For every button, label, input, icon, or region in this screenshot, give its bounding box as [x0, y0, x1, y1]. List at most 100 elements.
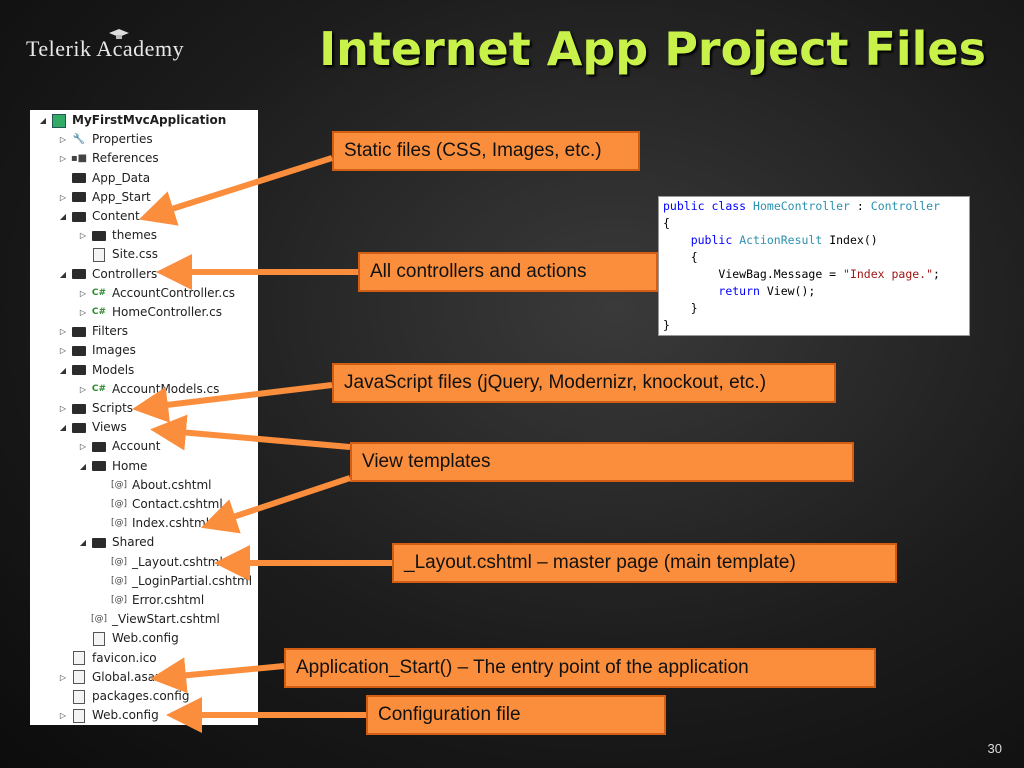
home-controller-code: public class HomeController : Controller…: [658, 196, 970, 336]
cshtml-file-icon: [@]: [110, 479, 128, 490]
wrench-icon: 🔧: [72, 134, 86, 146]
tree-item-label: HomeController.cs: [112, 305, 223, 319]
collapsed-arrow-icon[interactable]: ▷: [59, 711, 67, 721]
tree-item[interactable]: ▷ Global.asax: [56, 668, 162, 687]
csharp-file-icon: C#: [91, 287, 107, 298]
tree-item-label: _ViewStart.cshtml: [112, 612, 220, 627]
collapsed-arrow-icon[interactable]: ▷: [79, 308, 87, 317]
collapsed-arrow-icon[interactable]: ▷: [59, 346, 67, 356]
arrow-to-content: [138, 155, 333, 226]
callout-controllers: All controllers and actions: [358, 252, 658, 292]
tree-item[interactable]: ▷Images: [56, 341, 136, 360]
collapsed-arrow-icon[interactable]: ▷: [59, 192, 67, 202]
tree-item-label: App_Start: [92, 189, 151, 204]
arrow-to-scripts: [132, 382, 333, 423]
tree-item[interactable]: [@]Contact.cshtml: [96, 495, 223, 514]
tree-item-label: About.cshtml: [132, 477, 212, 492]
cshtml-file-icon: [@]: [110, 499, 128, 509]
tree-item-label: Content: [92, 209, 140, 223]
tree-item[interactable]: [@] About.cshtml: [96, 476, 212, 495]
tree-item-label: Scripts: [92, 401, 134, 415]
tree-item-label: Controllers: [92, 266, 158, 281]
arrow-to-views: [150, 414, 351, 451]
cshtml-file-icon: [@]: [110, 556, 128, 567]
tree-item[interactable]: ◢Models: [56, 361, 134, 380]
callout-application-start: Application_Start() – The entry point of…: [284, 648, 876, 688]
collapsed-arrow-icon[interactable]: ▷: [59, 154, 67, 164]
tree-item-label: Home: [112, 458, 148, 473]
callout-configuration: Configuration file: [366, 695, 666, 735]
tree-item[interactable]: ◢ Shared: [76, 533, 154, 552]
collapsed-arrow-icon[interactable]: ▷: [79, 442, 87, 452]
tree-item[interactable]: ◢ Home: [76, 457, 148, 476]
graduation-cap-icon: [109, 29, 129, 39]
expanded-arrow-icon[interactable]: ◢: [39, 116, 47, 125]
tree-item[interactable]: [@] Error.cshtml: [96, 591, 204, 610]
telerik-academy-logo: Telerik Academy: [26, 29, 185, 62]
tree-item[interactable]: ◢ Views: [56, 418, 127, 437]
tree-item-label: themes: [112, 228, 158, 243]
tree-item[interactable]: ▷ Account: [76, 437, 161, 456]
arrow-to-global-asax: [150, 657, 285, 694]
collapsed-arrow-icon[interactable]: ▷: [59, 135, 67, 145]
collapsed-arrow-icon[interactable]: ▷: [59, 404, 67, 413]
tree-item[interactable]: ▷ C# AccountController.cs: [76, 284, 235, 303]
tree-item[interactable]: App_Data: [56, 169, 150, 188]
tree-item-label: MyFirstMvcApplication: [72, 113, 227, 127]
tree-item-label: Index.cshtml: [132, 516, 210, 531]
logo-text: Telerik Academy: [26, 36, 185, 61]
cshtml-file-icon: [@]: [110, 595, 128, 605]
tree-item[interactable]: ▷🔧Properties: [56, 130, 153, 149]
collapsed-arrow-icon[interactable]: ▷: [79, 288, 87, 298]
expanded-arrow-icon[interactable]: ◢: [59, 269, 67, 279]
tree-item[interactable]: ▷ Filters: [56, 322, 128, 341]
collapsed-arrow-icon[interactable]: ▷: [59, 672, 67, 682]
expanded-arrow-icon[interactable]: ◢: [59, 423, 67, 433]
tree-item-label: Filters: [92, 324, 128, 339]
tree-item[interactable]: ▷Web.config: [56, 706, 159, 725]
callout-views: View templates: [350, 442, 854, 482]
tree-item-label: Global.asax: [92, 669, 163, 684]
tree-item[interactable]: ◢ MyFirstMvcApplication: [36, 111, 226, 130]
expanded-arrow-icon[interactable]: ◢: [79, 538, 87, 548]
tree-item[interactable]: ▷ C# HomeController.cs: [76, 303, 222, 322]
tree-item-label: App_Data: [92, 170, 151, 185]
tree-item[interactable]: ▷ themes: [76, 226, 157, 245]
expanded-arrow-icon[interactable]: ◢: [59, 365, 67, 375]
collapsed-arrow-icon[interactable]: ▷: [59, 327, 67, 337]
cshtml-file-icon: [@]: [90, 614, 108, 625]
tree-item[interactable]: ◢ Controllers: [56, 265, 157, 284]
tree-item-label: Views: [92, 420, 127, 435]
callout-javascript: JavaScript files (jQuery, Modernizr, kno…: [332, 363, 836, 403]
expanded-arrow-icon[interactable]: ◢: [79, 461, 87, 471]
tree-item-label: AccountController.cs: [112, 285, 236, 300]
tree-item-label: Site.css: [112, 247, 158, 262]
arrow-to-index: [200, 475, 351, 534]
tree-item[interactable]: Web.config: [76, 629, 179, 648]
expanded-arrow-icon[interactable]: ◢: [59, 212, 67, 221]
csharp-file-icon: C#: [91, 383, 107, 394]
callout-static-files: Static files (CSS, Images, etc.): [332, 131, 640, 171]
tree-item[interactable]: favicon.ico: [56, 649, 157, 668]
tree-item[interactable]: Site.css: [76, 245, 158, 264]
tree-item-label: Error.cshtml: [132, 593, 205, 607]
tree-item[interactable]: [@] Index.cshtml: [96, 514, 209, 533]
slide-title: Internet App Project Files: [319, 22, 986, 76]
tree-item[interactable]: ▷▪■References: [56, 149, 159, 168]
tree-item-label: Account: [112, 439, 161, 454]
tree-item[interactable]: ◢ Content: [56, 207, 140, 226]
collapsed-arrow-icon[interactable]: ▷: [79, 384, 87, 394]
tree-item-label: Shared: [112, 535, 155, 550]
collapsed-arrow-icon[interactable]: ▷: [79, 231, 87, 241]
tree-item-label: favicon.ico: [92, 650, 157, 665]
tree-item-label: Web.config: [112, 631, 179, 646]
tree-item-label: References: [92, 151, 159, 166]
tree-item[interactable]: [@] _ViewStart.cshtml: [76, 610, 220, 629]
csharp-file-icon: C#: [91, 307, 107, 317]
tree-item[interactable]: ▷ App_Start: [56, 188, 151, 207]
tree-item[interactable]: ▷ Scripts: [56, 399, 133, 418]
callout-layout: _Layout.cshtml – master page (main templ…: [392, 543, 897, 583]
cshtml-file-icon: [@]: [110, 518, 128, 529]
tree-item[interactable]: [@]_Layout.cshtml: [96, 553, 223, 572]
